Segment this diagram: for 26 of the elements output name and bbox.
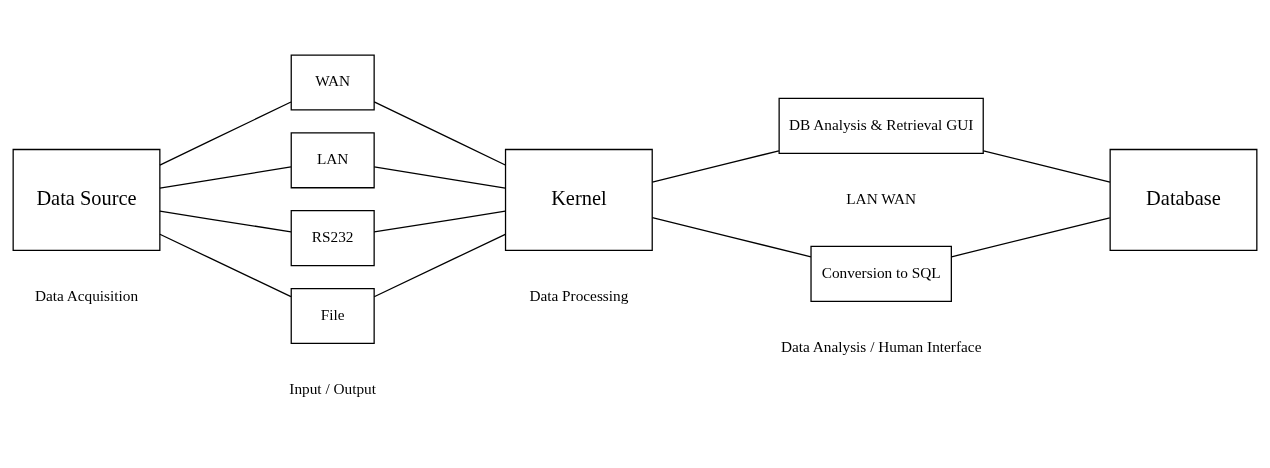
- connector: [159, 233, 292, 298]
- connector: [373, 233, 506, 298]
- connector: [159, 101, 292, 166]
- node-box: WAN: [290, 54, 375, 111]
- node-box: RS232: [290, 210, 375, 267]
- connector: [373, 166, 506, 189]
- connector: [373, 210, 506, 233]
- connector: [159, 166, 292, 189]
- connector: [950, 217, 1111, 258]
- connector: [651, 150, 780, 183]
- label: Data Processing: [529, 286, 629, 304]
- node-box: Kernel: [504, 148, 653, 251]
- node-box: Conversion to SQL: [810, 245, 952, 302]
- node-box: Database: [1109, 148, 1258, 251]
- node-box: DB Analysis & Retrieval GUI: [778, 97, 984, 154]
- connector: [159, 210, 292, 233]
- connector: [651, 217, 812, 258]
- label: Input / Output: [289, 379, 377, 397]
- node-box: File: [290, 287, 375, 344]
- connector: [373, 101, 506, 166]
- node-box: Data Source: [12, 148, 161, 251]
- node-box: LAN: [290, 132, 375, 189]
- connector: [982, 150, 1111, 183]
- label: Data Analysis / Human Interface: [780, 337, 982, 355]
- label: Data Acquisition: [34, 286, 139, 304]
- label: LAN WAN: [846, 189, 917, 207]
